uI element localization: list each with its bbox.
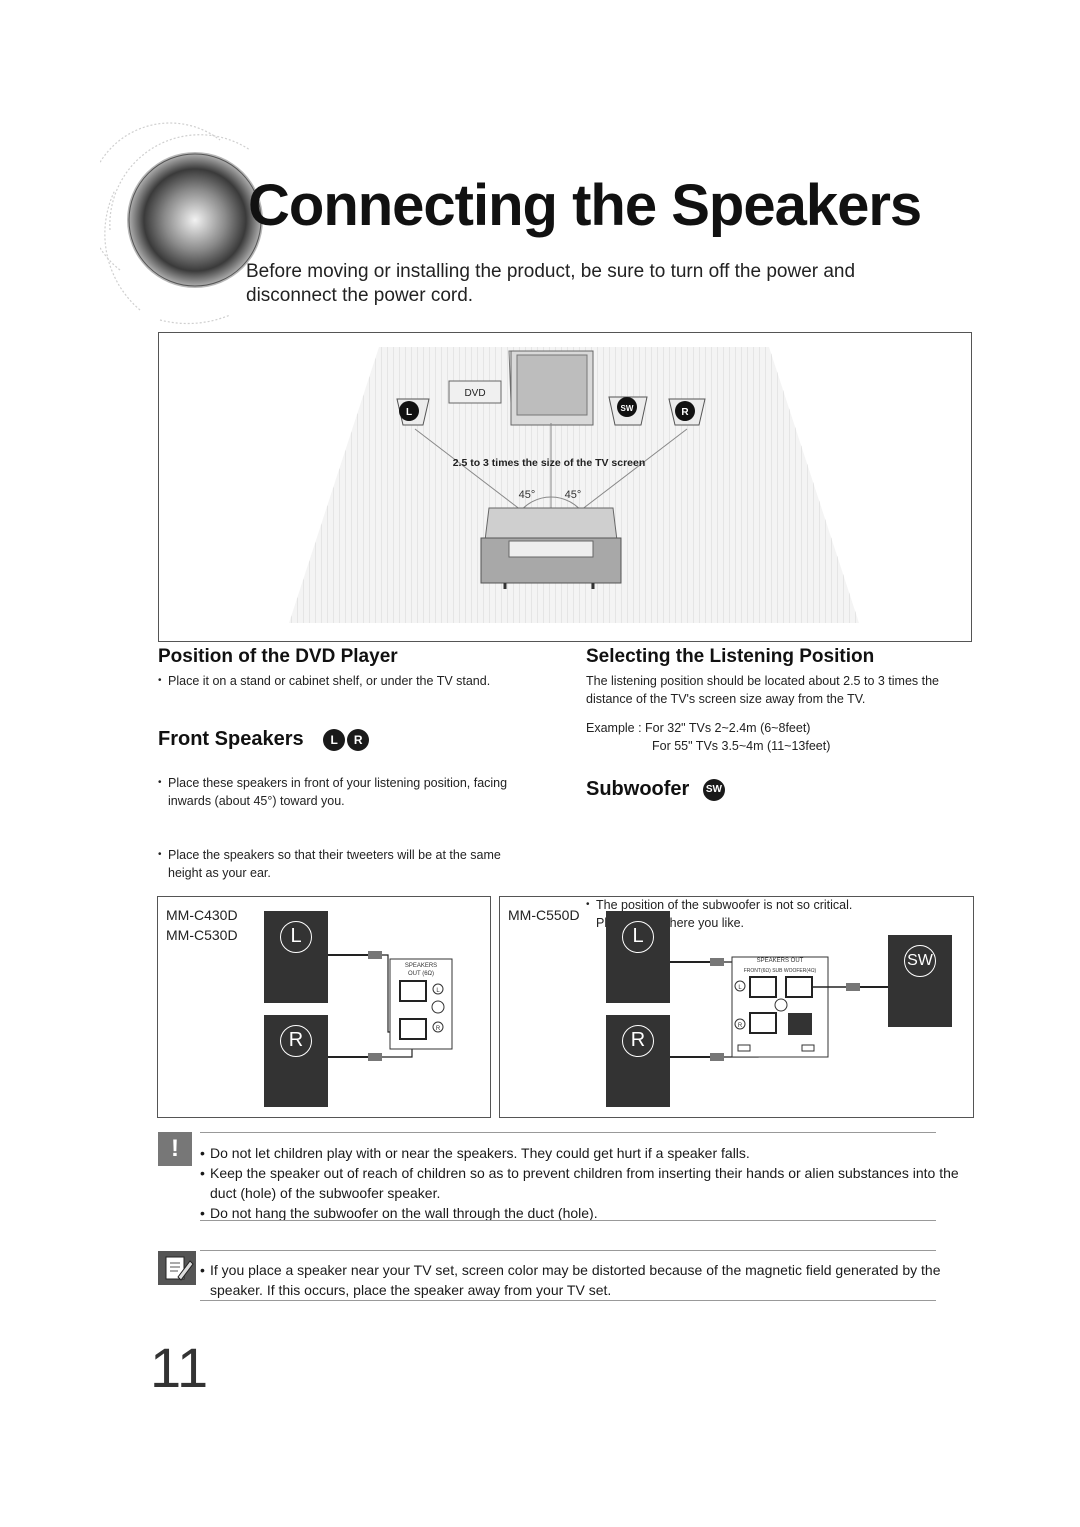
caution-icon: ! [158,1132,192,1166]
left-speaker-icon: L [396,398,430,426]
subwoofer-label-550: SW [904,945,936,977]
speaker-r-box-550: R [606,1015,670,1107]
note-list: If you place a speaker near your TV set,… [200,1260,960,1300]
wiring-panel-550: MM-C550D L R SW SPEAKERS OUT FRONT(6Ω) S… [499,896,974,1118]
svg-text:SPEAKERS OUT: SPEAKERS OUT [757,958,804,964]
speaker-l-box-550: L [606,911,670,1003]
front-speakers-bullet-1: Place these speakers in front of your li… [158,774,538,810]
note-bottom-rule [200,1300,936,1301]
position-dvd-bullet: Place it on a stand or cabinet shelf, or… [158,672,538,690]
note-item: If you place a speaker near your TV set,… [200,1260,960,1300]
svg-text:L: L [738,985,742,991]
model-label-2: MM-C530D [166,927,238,943]
caution-icon-glyph: ! [171,1135,179,1162]
caution-item: Do not hang the subwoofer on the wall th… [200,1203,960,1223]
wiring-panel-430-530: MM-C430D MM-C530D L R SPEAKERS OUT (6Ω) … [157,896,491,1118]
svg-text:SW: SW [621,404,634,413]
caution-bottom-rule [200,1220,936,1221]
speaker-l-label-550: L [622,921,654,953]
svg-text:R: R [738,1023,743,1029]
room-layout-diagram: DVD L SW R 2.5 to 3 times the size of th… [158,332,972,642]
svg-text:R: R [681,407,689,418]
intro-text: Before moving or installing the product,… [246,261,856,306]
speaker-r-box: R [264,1015,328,1107]
subwoofer-box-550: SW [888,935,952,1027]
svg-text:R: R [436,1026,441,1032]
subwoofer-title: Subwoofer [586,778,690,800]
caution-item: Do not let children play with or near th… [200,1143,960,1163]
room-layout-svg: DVD L SW R 2.5 to 3 times the size of th… [289,347,859,623]
subwoofer-badge: SW [702,778,725,801]
listening-text: The listening position should be located… [586,674,940,706]
page-number: 11 [150,1336,209,1399]
note-top-rule [200,1250,936,1251]
speaker-l-box: L [264,911,328,1003]
caution-item: Keep the speaker out of reach of childre… [200,1163,960,1203]
wiring-diagram-right: SPEAKERS OUT FRONT(6Ω) SUB WOOFER(4Ω) L … [670,956,888,1061]
svg-text:FRONT(6Ω) SUB WOOFER(4Ω): FRONT(6Ω) SUB WOOFER(4Ω) [744,968,817,974]
note-pencil-icon [158,1251,196,1285]
speaker-graphic-icon [87,110,270,330]
model-label-1: MM-C430D [166,907,238,923]
sofa-icon [480,507,622,589]
dvd-player-icon: DVD [448,380,502,404]
svg-text:SPEAKERS: SPEAKERS [405,963,437,969]
front-l-badge: L [323,728,346,751]
speaker-l-label: L [280,921,312,953]
svg-text:L: L [406,407,412,418]
model-label-3: MM-C550D [508,907,580,923]
caution-list: Do not let children play with or near th… [200,1143,960,1223]
subwoofer-heading: Subwoofer SW [586,778,725,801]
distance-label: 2.5 to 3 times the size of the TV screen [453,457,646,469]
page-title: Connecting the Speakers [248,173,922,238]
front-speakers-title: Front Speakers [158,728,304,750]
svg-text:DVD: DVD [464,388,485,399]
right-speaker-icon: R [668,398,706,426]
angle-left-label: 45° [519,489,536,501]
speaker-r-label-550: R [622,1025,654,1057]
tv-icon [510,350,594,426]
wiring-diagram-left: SPEAKERS OUT (6Ω) L R [328,951,453,1061]
front-r-badge: R [347,728,370,751]
svg-text:L: L [436,988,440,994]
svg-text:OUT (6Ω): OUT (6Ω) [408,971,434,977]
caution-top-rule [200,1132,936,1133]
subwoofer-icon: SW [608,396,648,426]
front-speakers-bullet-2: Place the speakers so that their tweeter… [158,846,538,882]
angle-right-label: 45° [565,489,582,501]
speaker-r-label: R [280,1025,312,1057]
listening-heading: Selecting the Listening Position [586,646,875,667]
listening-example-1: Example : For 32" TVs 2~2.4m (6~8feet) [586,721,811,735]
listening-example-2: For 55" TVs 3.5~4m (11~13feet) [652,739,831,753]
position-dvd-heading: Position of the DVD Player [158,646,398,667]
